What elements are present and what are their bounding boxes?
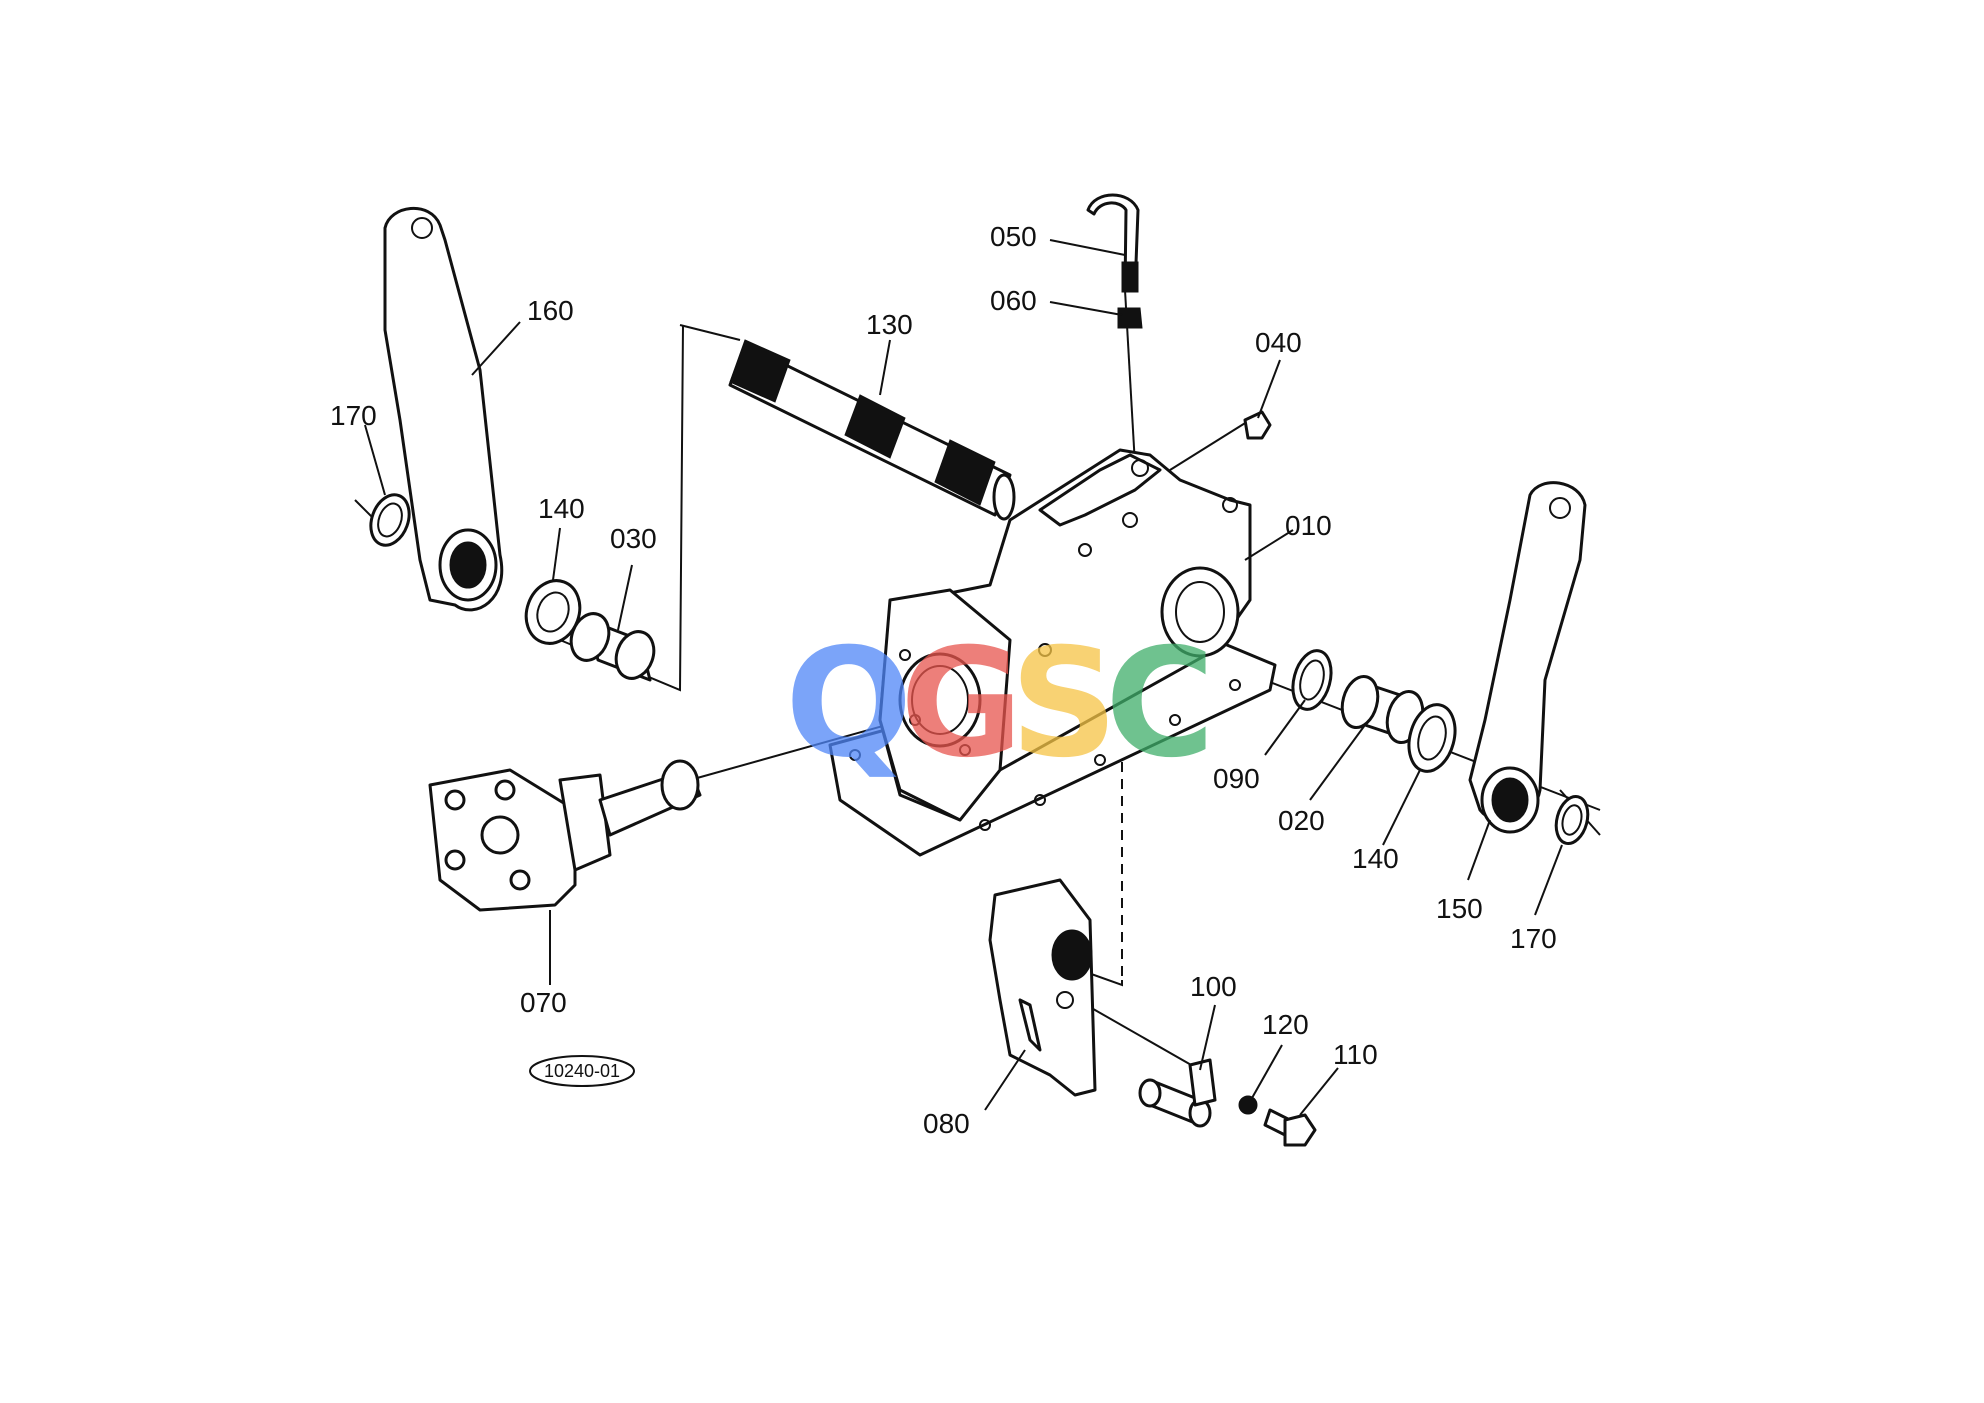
watermark-letter-g: G	[900, 617, 1023, 791]
pin-100	[1138, 1058, 1217, 1128]
snap-ring-090	[1291, 649, 1333, 711]
label-leaders	[364, 239, 1563, 1116]
piston-assembly-070	[428, 759, 702, 912]
part-label-060: 060	[990, 285, 1037, 316]
cross-shaft-130	[728, 339, 1016, 521]
housing-010	[828, 448, 1277, 857]
watermark-letter-q: Q	[785, 617, 913, 791]
part-label-050: 050	[990, 221, 1037, 252]
part-label-040: 040	[1255, 327, 1302, 358]
breather-pipe-050	[1086, 193, 1143, 329]
part-label-130: 130	[866, 309, 913, 340]
part-label-150: 150	[1436, 893, 1483, 924]
part-label-120: 120	[1262, 1009, 1309, 1040]
part-label-010: 010	[1285, 510, 1332, 541]
reference-code: 10240-01	[544, 1061, 620, 1081]
plug-040	[1243, 410, 1272, 440]
watermark-letter-c: C	[1105, 617, 1215, 791]
bushing-020	[1340, 675, 1425, 744]
snap-ring-170-right	[1554, 794, 1590, 846]
part-label-030: 030	[610, 523, 657, 554]
watermark-letter-s: S	[1010, 617, 1118, 791]
part-label-100: 100	[1190, 971, 1237, 1002]
bolt-110	[1263, 1108, 1317, 1147]
snap-ring-170-left	[369, 493, 411, 547]
part-label-160: 160	[527, 295, 574, 326]
part-label-140-right: 140	[1352, 843, 1399, 874]
lift-arm-150	[1468, 481, 1587, 834]
part-label-170-right: 170	[1510, 923, 1557, 954]
part-label-020: 020	[1278, 805, 1325, 836]
part-label-080: 080	[923, 1108, 970, 1139]
reference-code-tag: 10240-01	[529, 1055, 635, 1087]
part-label-140-left: 140	[538, 493, 585, 524]
lift-arm-080	[988, 878, 1097, 1097]
washer-140-right	[1407, 703, 1457, 773]
watermark-logo: Q G S C	[785, 617, 1215, 791]
bushing-030	[569, 612, 656, 682]
part-label-070: 070	[520, 987, 567, 1018]
part-label-170-left: 170	[330, 400, 377, 431]
lift-arm-160	[383, 207, 504, 612]
part-labels: 050 060 040 010 130 160 170 140 030 070 …	[330, 221, 1557, 1139]
washer-120	[1238, 1095, 1258, 1115]
part-label-090: 090	[1213, 763, 1260, 794]
part-label-110: 110	[1333, 1039, 1378, 1070]
